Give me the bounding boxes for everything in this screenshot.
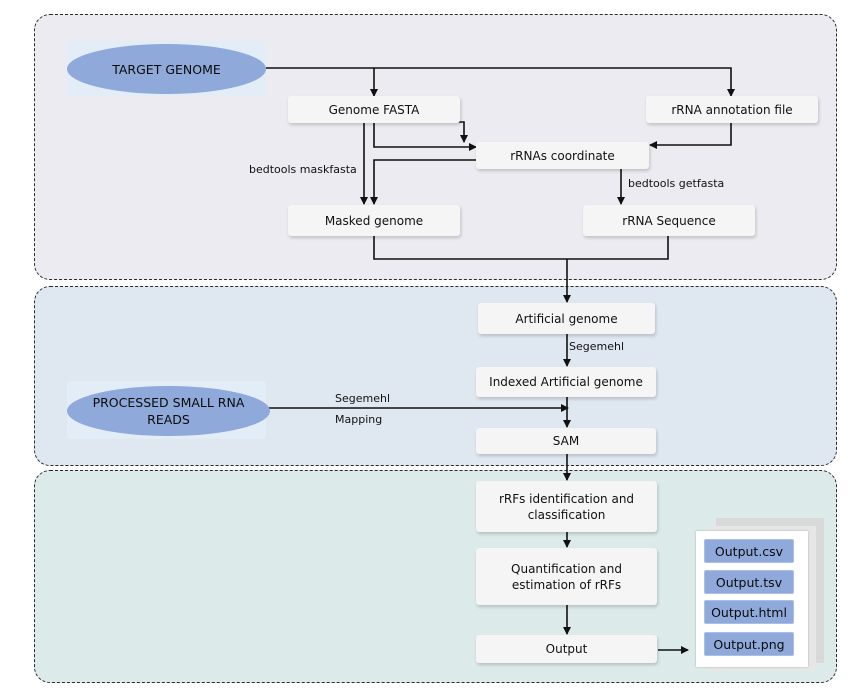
rrfs-identification-node: rRFs identification and classification — [476, 481, 657, 532]
processed-reads-label: PROCESSED SMALL RNA READS — [92, 395, 245, 427]
output-html-label: Output.html — [711, 604, 787, 620]
genome-fasta-node: Genome FASTA — [288, 96, 460, 123]
masked-genome-node: Masked genome — [288, 205, 460, 236]
rrnas-coordinate-label: rRNAs coordinate — [510, 148, 615, 163]
output-tsv-label: Output.tsv — [715, 574, 783, 590]
rrnas-coordinate-node: rRNAs coordinate — [476, 142, 649, 169]
target-genome-node: TARGET GENOME — [67, 44, 266, 94]
maskfasta-edge-label: bedtools maskfasta — [249, 163, 357, 176]
sam-node: SAM — [476, 428, 656, 454]
indexed-artificial-genome-node: Indexed Artificial genome — [476, 367, 656, 397]
output-html-chip: Output.html — [704, 600, 794, 624]
rrna-sequence-label: rRNA Sequence — [622, 213, 716, 228]
processed-reads-node: PROCESSED SMALL RNA READS — [67, 386, 270, 436]
output-label: Output — [545, 642, 588, 656]
target-genome-label: TARGET GENOME — [112, 61, 221, 77]
sam-label: SAM — [552, 434, 580, 448]
indexed-artificial-genome-label: Indexed Artificial genome — [489, 375, 643, 389]
output-tsv-chip: Output.tsv — [704, 570, 794, 594]
segemehl-map-edge-label: Segemehl — [335, 392, 391, 405]
segemehl-index-edge-label: Segemehl — [569, 340, 625, 353]
output-png-label: Output.png — [713, 636, 785, 652]
output-csv-chip: Output.csv — [704, 539, 794, 563]
genome-fasta-label: Genome FASTA — [328, 102, 420, 117]
quantification-node: Quantification and estimation of rRFs — [476, 548, 657, 605]
masked-genome-label: Masked genome — [324, 213, 424, 228]
rrna-sequence-node: rRNA Sequence — [583, 205, 755, 236]
artificial-genome-node: Artificial genome — [478, 303, 655, 334]
rrfs-identification-label: rRFs identification and classification — [498, 491, 635, 522]
output-node: Output — [476, 635, 657, 663]
mapping-edge-label: Mapping — [335, 413, 383, 426]
output-csv-label: Output.csv — [714, 543, 784, 559]
rrna-annotation-label: rRNA annotation file — [671, 102, 793, 117]
artificial-genome-label: Artificial genome — [515, 311, 618, 326]
quantification-label: Quantification and estimation of rRFs — [511, 561, 622, 592]
output-png-chip: Output.png — [704, 632, 794, 656]
getfasta-edge-label: bedtools getfasta — [628, 177, 725, 190]
rrna-annotation-node: rRNA annotation file — [646, 96, 818, 123]
